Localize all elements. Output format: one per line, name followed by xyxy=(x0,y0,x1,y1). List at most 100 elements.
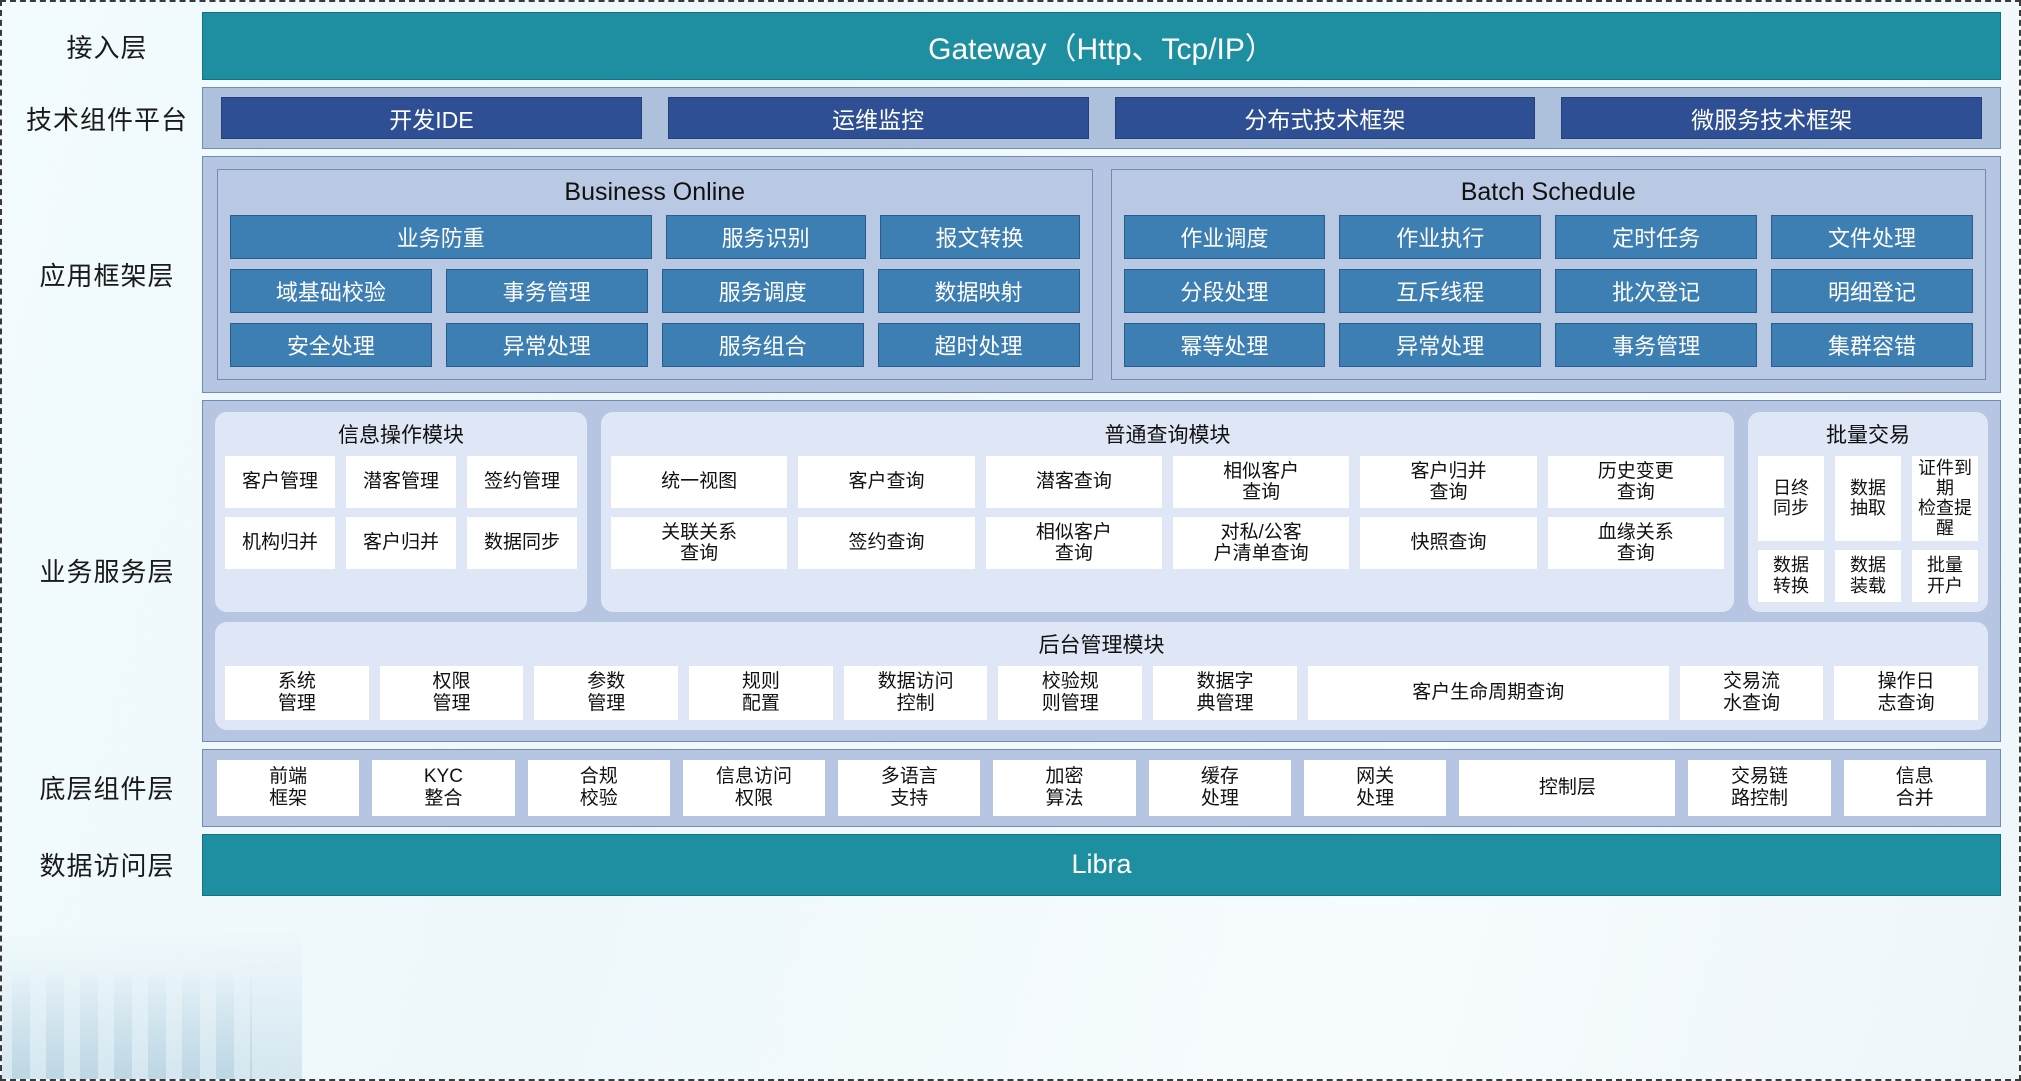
background-decoration-buildings xyxy=(12,969,252,1079)
cell-prospect-mgmt[interactable]: 潜客管理 xyxy=(346,456,456,508)
cell-eod-sync[interactable]: 日终同步 xyxy=(1758,456,1824,541)
cell-control-layer[interactable]: 控制层 xyxy=(1459,759,1676,816)
cell-parameter-mgmt[interactable]: 参数管理 xyxy=(534,665,679,720)
bo-cell-security[interactable]: 安全处理 xyxy=(230,323,432,367)
cell-data-load[interactable]: 数据装载 xyxy=(1835,549,1901,602)
app-framework-band: Business Online 业务防重 服务识别 报文转换 域基础校验 事务管… xyxy=(202,156,2001,393)
cell-data-sync[interactable]: 数据同步 xyxy=(467,517,577,569)
libra-bar: Libra xyxy=(202,833,2001,896)
bs-cell-cluster-fault-tolerance[interactable]: 集群容错 xyxy=(1771,323,1973,367)
bs-cell-exception[interactable]: 异常处理 xyxy=(1339,323,1542,367)
layer-label-base: 底层组件层 xyxy=(39,774,175,805)
cell-similar-customer-query[interactable]: 相似客户查询 xyxy=(1172,456,1350,508)
cell-cert-expiry-reminder[interactable]: 证件到期检查提醒 xyxy=(1912,456,1978,541)
cell-batch-account-open[interactable]: 批量开户 xyxy=(1912,549,1978,602)
panel-batch-schedule: Batch Schedule 作业调度 作业执行 定时任务 文件处理 分段处理 … xyxy=(1110,169,1986,380)
module-batch-transaction: 批量交易 日终同步 数据抽取 证件到期检查提醒 数据转换 数据装载 批量开户 xyxy=(1748,412,1988,612)
bo-cell-domain-validate[interactable]: 域基础校验 xyxy=(230,269,432,313)
cell-lineage-query[interactable]: 血缘关系查询 xyxy=(1547,517,1724,569)
admin-row: 系统管理 权限管理 参数管理 规则配置 数据访问控制 校验规则管理 数据字典管理… xyxy=(225,665,1978,720)
cell-operation-log-query[interactable]: 操作日志查询 xyxy=(1834,665,1978,720)
layer-label-tech: 技术组件平台 xyxy=(25,104,188,135)
bs-cell-detail-register[interactable]: 明细登记 xyxy=(1771,269,1973,313)
bo-cell-data-mapping[interactable]: 数据映射 xyxy=(877,269,1080,313)
layer-business-service: 业务服务层 信息操作模块 客户管理 潜客管理 签约管理 xyxy=(12,400,2001,742)
bs-cell-timed-task[interactable]: 定时任务 xyxy=(1555,215,1758,259)
bs-cell-transaction-mgmt[interactable]: 事务管理 xyxy=(1555,323,1758,367)
bs-cell-mutex-thread[interactable]: 互斥线程 xyxy=(1339,269,1542,313)
cell-contract-mgmt[interactable]: 签约管理 xyxy=(467,456,577,508)
cell-compliance-check[interactable]: 合规校验 xyxy=(527,759,670,816)
cell-transaction-chain-control[interactable]: 交易链路控制 xyxy=(1688,759,1831,816)
cell-validation-rule-mgmt[interactable]: 校验规则管理 xyxy=(998,665,1143,720)
bs-cell-file-process[interactable]: 文件处理 xyxy=(1771,215,1973,259)
cell-data-dictionary-mgmt[interactable]: 数据字典管理 xyxy=(1153,665,1297,720)
cell-history-change-query[interactable]: 历史变更查询 xyxy=(1547,456,1724,508)
cell-unified-view[interactable]: 统一视图 xyxy=(611,456,788,508)
cell-customer-mgmt[interactable]: 客户管理 xyxy=(225,456,335,508)
tech-item-ide[interactable]: 开发IDE xyxy=(221,97,642,139)
bo-cell-service-identify[interactable]: 服务识别 xyxy=(665,215,866,259)
cell-info-merge[interactable]: 信息合并 xyxy=(1843,759,1986,816)
bo-cell-message-transform[interactable]: 报文转换 xyxy=(879,215,1080,259)
bs-row-2: 分段处理 互斥线程 批次登记 明细登记 xyxy=(1123,269,1973,313)
cell-customer-lifecycle-query[interactable]: 客户生命周期查询 xyxy=(1307,665,1669,720)
bo-cell-timeout[interactable]: 超时处理 xyxy=(877,323,1080,367)
panel-business-online: Business Online 业务防重 服务识别 报文转换 域基础校验 事务管… xyxy=(217,169,1093,380)
cell-system-mgmt[interactable]: 系统管理 xyxy=(225,665,369,720)
bo-row-2: 域基础校验 事务管理 服务调度 数据映射 xyxy=(230,269,1080,313)
cell-prospect-query[interactable]: 潜客查询 xyxy=(985,456,1162,508)
bs-cell-job-schedule[interactable]: 作业调度 xyxy=(1123,215,1326,259)
tech-item-distributed-framework[interactable]: 分布式技术框架 xyxy=(1114,97,1536,139)
cell-personal-corporate-list-query[interactable]: 对私/公客户清单查询 xyxy=(1172,517,1350,569)
bs-cell-job-execute[interactable]: 作业执行 xyxy=(1339,215,1542,259)
cell-encryption-algorithm[interactable]: 加密算法 xyxy=(993,759,1136,816)
panel-title-business-online: Business Online xyxy=(564,178,746,206)
cell-permission-mgmt[interactable]: 权限管理 xyxy=(379,665,524,720)
layer-tech-platform: 技术组件平台 开发IDE 运维监控 分布式技术框架 微服务技术框架 xyxy=(12,87,2001,149)
cell-rule-config[interactable]: 规则配置 xyxy=(689,665,833,720)
layer-label-dataaccess: 数据访问层 xyxy=(39,851,175,882)
module-info-operation: 信息操作模块 客户管理 潜客管理 签约管理 机构归并 客户归并 数据同步 xyxy=(215,412,587,612)
cell-transaction-log-query[interactable]: 交易流水查询 xyxy=(1679,665,1824,720)
bs-cell-batch-register[interactable]: 批次登记 xyxy=(1555,269,1758,313)
tech-item-microservice-framework[interactable]: 微服务技术框架 xyxy=(1561,97,1982,139)
module-title-info-operation: 信息操作模块 xyxy=(338,424,464,447)
batch-row-1: 日终同步 数据抽取 证件到期检查提醒 xyxy=(1758,456,1978,541)
cell-contract-query[interactable]: 签约查询 xyxy=(798,517,975,569)
bo-cell-service-compose[interactable]: 服务组合 xyxy=(661,323,864,367)
cell-data-transform[interactable]: 数据转换 xyxy=(1758,549,1824,602)
bo-row-3: 安全处理 异常处理 服务组合 超时处理 xyxy=(230,323,1080,367)
bo-row-1: 业务防重 服务识别 报文转换 xyxy=(230,215,1080,259)
bs-cell-idempotent[interactable]: 幂等处理 xyxy=(1123,323,1326,367)
layer-label-access: 接入层 xyxy=(66,32,148,63)
bs-cell-segment-process[interactable]: 分段处理 xyxy=(1123,269,1326,313)
cell-info-access-permission[interactable]: 信息访问权限 xyxy=(682,759,826,816)
bo-cell-transaction-mgmt[interactable]: 事务管理 xyxy=(445,269,648,313)
cell-gateway-processing[interactable]: 网关处理 xyxy=(1303,759,1447,816)
cell-frontend-framework[interactable]: 前端框架 xyxy=(217,759,360,816)
background-decoration xyxy=(2,929,302,1079)
business-modules-row: 信息操作模块 客户管理 潜客管理 签约管理 机构归并 客户归并 数据同步 xyxy=(215,412,1988,612)
cell-cache-processing[interactable]: 缓存处理 xyxy=(1148,759,1291,816)
cell-customer-merge[interactable]: 客户归并 xyxy=(346,517,456,569)
cell-multi-language-support[interactable]: 多语言支持 xyxy=(838,759,981,816)
cell-relation-query[interactable]: 关联关系查询 xyxy=(611,517,788,569)
bs-row-3: 幂等处理 异常处理 事务管理 集群容错 xyxy=(1123,323,1973,367)
bo-cell-service-dispatch[interactable]: 服务调度 xyxy=(661,269,864,313)
cell-data-access-control[interactable]: 数据访问控制 xyxy=(843,665,988,720)
module-admin-management: 后台管理模块 系统管理 权限管理 参数管理 规则配置 数据访问控制 校验规则管理… xyxy=(215,621,1988,730)
cell-org-merge[interactable]: 机构归并 xyxy=(225,517,335,569)
cell-similar-customer-query-2[interactable]: 相似客户查询 xyxy=(985,517,1162,569)
cell-customer-query[interactable]: 客户查询 xyxy=(798,456,975,508)
info-row-1: 客户管理 潜客管理 签约管理 xyxy=(225,456,577,508)
bo-cell-exception[interactable]: 异常处理 xyxy=(445,323,648,367)
tech-item-ops-monitor[interactable]: 运维监控 xyxy=(667,97,1089,139)
module-title-admin-management: 后台管理模块 xyxy=(1038,633,1165,657)
cell-data-extract[interactable]: 数据抽取 xyxy=(1835,456,1901,541)
cell-customer-merge-query[interactable]: 客户归并查询 xyxy=(1360,456,1537,508)
bo-cell-business-dedup[interactable]: 业务防重 xyxy=(230,215,652,259)
cell-snapshot-query[interactable]: 快照查询 xyxy=(1360,517,1537,569)
